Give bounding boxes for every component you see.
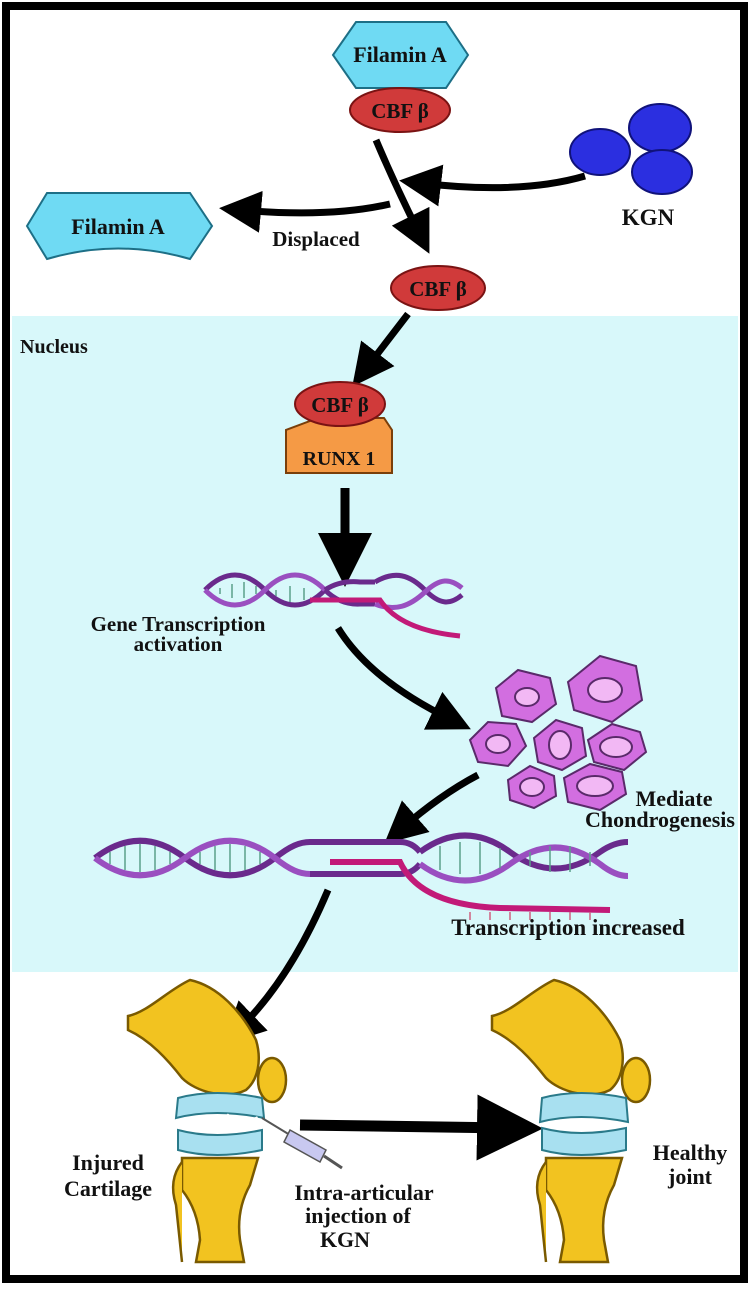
mediate-label-line1: Mediate: [636, 786, 713, 811]
arrow-to-chondrocytes: [335, 626, 471, 730]
arrow-to-dna-2: [384, 771, 480, 844]
arrow-displaced: [219, 190, 391, 233]
runx1-label: RUNX 1: [303, 448, 376, 470]
mediate-label-line2: Chondrogenesis: [585, 807, 735, 832]
chondrocyte-cluster: [468, 654, 648, 812]
injection-label-line3: KGN: [320, 1227, 370, 1252]
kgn-molecule-3: [631, 149, 693, 195]
dna-helix-large: [93, 832, 629, 920]
filamin-a-label-top: Filamin A: [353, 42, 447, 67]
patella-injured: [256, 1056, 288, 1104]
cbf-beta-label-top: CBF β: [371, 99, 429, 123]
patella-healthy: [620, 1056, 652, 1104]
injured-knee: [126, 978, 288, 1264]
arrow-to-knee: [222, 888, 332, 1045]
runx1-shape: [285, 417, 393, 474]
injection-label-line1: Intra-articular: [294, 1180, 434, 1205]
healthy-joint-label-line2: joint: [667, 1164, 713, 1189]
healthy-joint-label-line1: Healthy: [653, 1140, 728, 1165]
displaced-label: Displaced: [272, 227, 360, 251]
syringe-icon: [261, 1117, 343, 1170]
injured-cartilage-label-line2: Cartilage: [64, 1176, 152, 1201]
mrna-strand-large: [330, 859, 611, 913]
filamin-a-label-displaced: Filamin A: [71, 214, 165, 239]
kgn-molecule-2: [628, 103, 692, 153]
healthy-knee: [490, 978, 652, 1264]
injured-cartilage-label-line1: Injured: [72, 1150, 144, 1175]
mrna-strand-small: [310, 597, 461, 639]
filamin-a-shape-displaced: [25, 192, 214, 261]
arrow-to-healthy-joint: [299, 1094, 543, 1161]
transcription-increased-label: Transcription increased: [451, 915, 685, 940]
cbf-beta-ellipse-runx: [294, 381, 386, 427]
cbf-beta-label-mid: CBF β: [409, 277, 467, 301]
kgn-molecule-1: [569, 128, 631, 176]
arrow-cbf-release: [372, 138, 430, 254]
nucleus-label: Nucleus: [20, 336, 88, 358]
cbf-beta-ellipse-mid: [390, 265, 486, 311]
cbf-beta-ellipse-top: [349, 87, 451, 133]
cbf-beta-label-runx: CBF β: [311, 393, 369, 417]
injection-label-line2: injection of: [305, 1203, 411, 1228]
gene-transcription-label-line2: activation: [134, 632, 223, 656]
dna-helix-small: [203, 572, 464, 639]
kgn-label: KGN: [622, 205, 675, 230]
arrow-into-nucleus: [352, 311, 411, 387]
filamin-a-shape-top: [331, 21, 470, 89]
gene-transcription-label-line1: Gene Transcription: [91, 612, 266, 636]
arrow-kgn-binding: [399, 164, 586, 207]
